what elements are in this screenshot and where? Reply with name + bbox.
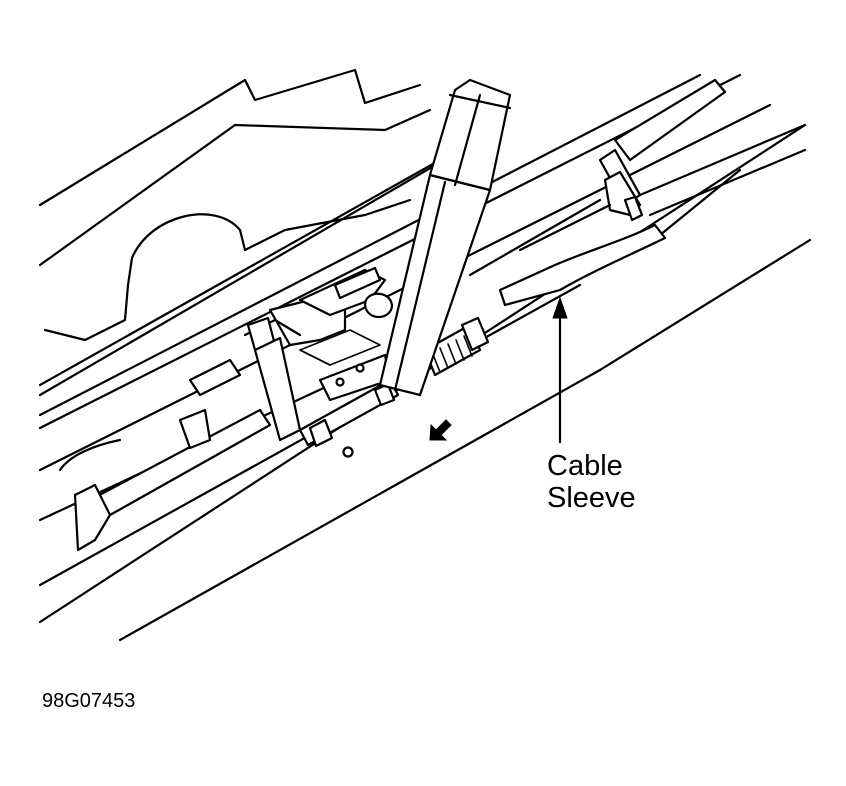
cable-sleeve-label: Cable Sleeve [547,450,636,514]
lever-mechanism [243,266,394,458]
callout-leader [552,296,568,444]
cable-housing [468,78,807,307]
threaded-adjuster [423,316,490,377]
release-arrow-icon [429,419,452,441]
cable-sleeve-label-line2: Sleeve [547,482,636,514]
cable-rod [58,336,400,552]
release-tool [378,78,512,397]
vehicle-floor-outline [38,68,472,397]
frame-rails [38,73,812,642]
cable-sleeve-label-line1: Cable [547,450,623,482]
figure-id: 98G07453 [42,690,136,712]
